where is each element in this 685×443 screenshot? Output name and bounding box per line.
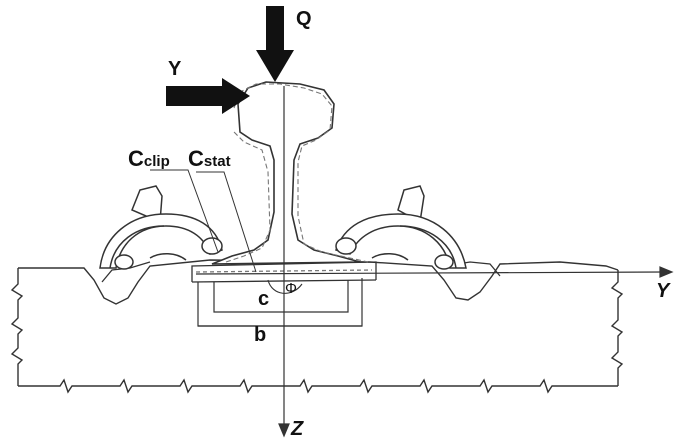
label-b: b xyxy=(254,324,267,346)
sleeper-right-edge xyxy=(610,270,624,386)
y-axis xyxy=(195,266,674,278)
label-q: Q xyxy=(296,8,312,30)
clip-right xyxy=(335,185,467,270)
force-y-arrow xyxy=(166,78,250,114)
label-y-axis: Y xyxy=(656,280,670,302)
dimension-box xyxy=(197,278,363,327)
rail-profile xyxy=(211,81,361,265)
label-leaders xyxy=(150,169,257,273)
label-y-force: Y xyxy=(168,58,182,80)
sleeper-left-edge xyxy=(10,268,24,386)
label-c-clip-sub: clip xyxy=(143,153,170,170)
leader-c-stat xyxy=(196,171,257,273)
label-c-stat-sub: stat xyxy=(203,153,231,170)
label-c-stat: Cstat xyxy=(188,146,231,172)
leader-c-clip xyxy=(150,169,219,253)
label-phi: Φ xyxy=(285,280,297,297)
rail-deflected-outline xyxy=(225,83,369,263)
sleeper-block xyxy=(10,259,624,394)
label-c-stat-main: C xyxy=(188,146,204,171)
sleeper-bottom-edge xyxy=(18,378,618,394)
label-c-clip: Cclip xyxy=(128,146,170,172)
force-q-arrow xyxy=(256,6,294,82)
label-c-clip-main: C xyxy=(128,146,144,171)
clip-left xyxy=(99,185,223,270)
rotation-arc xyxy=(267,279,303,294)
label-c: c xyxy=(258,288,270,310)
z-axis xyxy=(278,86,290,438)
label-z-axis: Z xyxy=(291,418,304,440)
